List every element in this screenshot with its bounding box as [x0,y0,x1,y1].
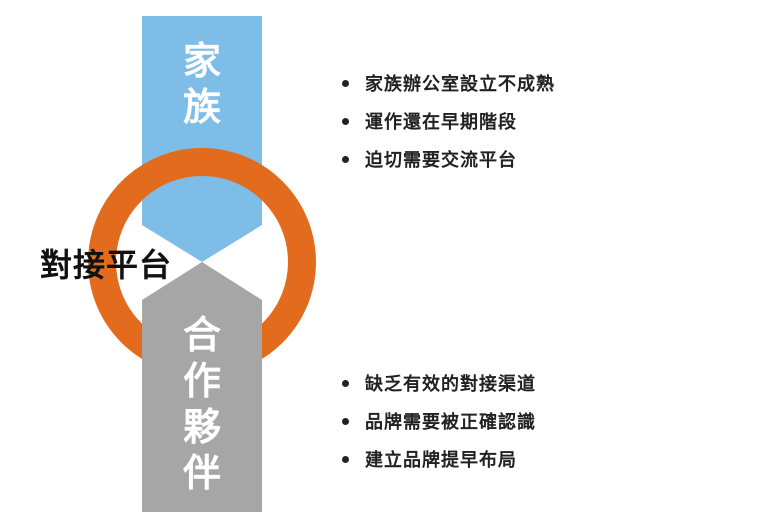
list-item-text: 缺乏有效的對接渠道 [365,374,536,395]
bullet-icon [342,417,349,425]
list-item: 迫切需要交流平台 [342,140,555,178]
list-item: 運作還在早期階段 [342,102,555,140]
partner-points-list: 缺乏有效的對接渠道 品牌需要被正確認識 建立品牌提早布局 [342,364,536,478]
family-label-char: 家 [182,39,221,83]
partner-label-char: 伴 [182,451,221,495]
family-label: 家 族 [142,38,262,130]
list-item-text: 家族辦公室設立不成熟 [365,74,555,95]
bullet-icon [342,155,349,163]
bullet-icon [342,79,349,87]
partner-label: 合 作 夥 伴 [142,312,262,496]
list-item-text: 運作還在早期階段 [365,112,517,133]
list-item-text: 品牌需要被正確認識 [365,412,536,433]
list-item-text: 迫切需要交流平台 [365,150,517,171]
bullet-icon [342,455,349,463]
list-item: 建立品牌提早布局 [342,440,536,478]
list-item: 品牌需要被正確認識 [342,402,536,440]
partner-label-char: 作 [182,359,221,403]
family-arrow [142,16,262,262]
bullet-icon [342,117,349,125]
partner-arrow [142,262,262,512]
list-item: 家族辦公室設立不成熟 [342,64,555,102]
center-label: 對接平台 [40,246,173,284]
list-item: 缺乏有效的對接渠道 [342,364,536,402]
list-item-text: 建立品牌提早布局 [365,450,517,471]
bullet-icon [342,379,349,387]
partner-label-char: 合 [182,313,221,357]
partner-label-char: 夥 [182,405,221,449]
family-points-list: 家族辦公室設立不成熟 運作還在早期階段 迫切需要交流平台 [342,64,555,178]
family-label-char: 族 [182,85,221,129]
